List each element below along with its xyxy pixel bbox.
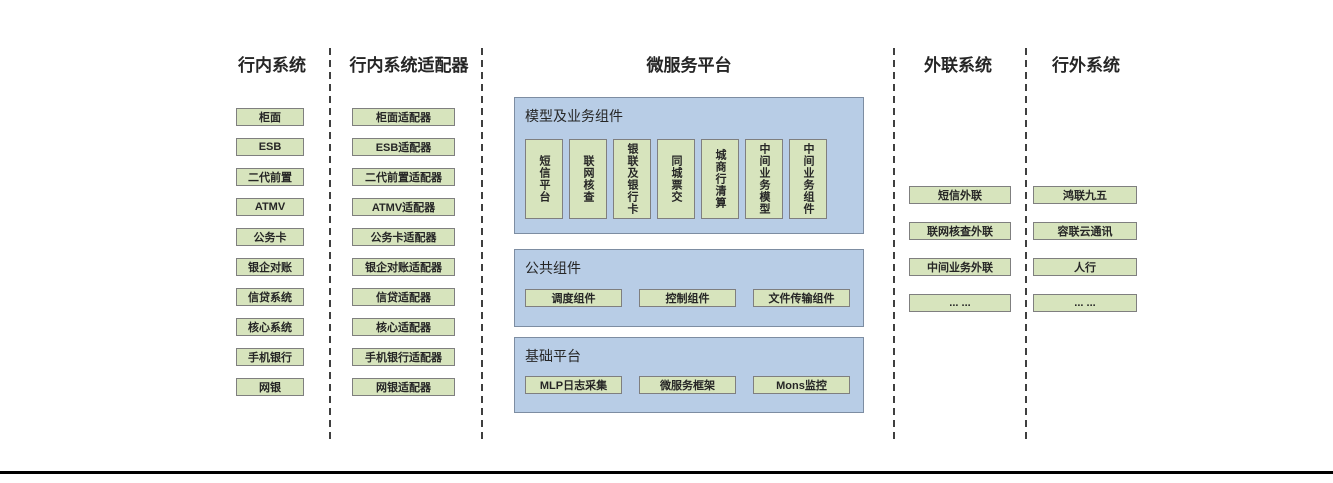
external-systems-list: 鸿联九五 容联云通讯 人行 ... ... xyxy=(1033,186,1137,312)
component-box: Mons监控 xyxy=(753,376,850,394)
adapters-list: 柜面适配器 ESB适配器 二代前置适配器 ATMV适配器 公务卡适配器 银企对账… xyxy=(352,108,455,396)
column-title-internal-systems: 行内系统 xyxy=(238,56,306,75)
internal-system-box: 柜面 xyxy=(236,108,304,126)
component-box: 同城票交 xyxy=(657,139,695,219)
outreach-system-box: 短信外联 xyxy=(909,186,1011,204)
bottom-divider xyxy=(0,471,1333,474)
internal-system-box: 二代前置 xyxy=(236,168,304,186)
outreach-systems-list: 短信外联 联网核查外联 中间业务外联 ... ... xyxy=(909,186,1011,312)
internal-system-box: ESB xyxy=(236,138,304,156)
external-system-box: ... ... xyxy=(1033,294,1137,312)
panel-title: 模型及业务组件 xyxy=(525,108,623,124)
column-title-outreach-systems: 外联系统 xyxy=(924,56,992,75)
adapter-box: 手机银行适配器 xyxy=(352,348,455,366)
internal-system-box: ATMV xyxy=(236,198,304,216)
column-divider xyxy=(1025,48,1027,443)
outreach-system-box: 联网核查外联 xyxy=(909,222,1011,240)
adapter-box: ESB适配器 xyxy=(352,138,455,156)
panel-common-components: 公共组件 调度组件 控制组件 文件传输组件 xyxy=(514,249,864,327)
model-components-row: 短信平台 联网核查 银联及银行卡 同城票交 城商行清算 中间业务模型 中间业务组… xyxy=(525,139,827,219)
column-divider xyxy=(481,48,483,443)
component-box: MLP日志采集 xyxy=(525,376,622,394)
panel-title: 基础平台 xyxy=(525,348,581,364)
outreach-system-box: ... ... xyxy=(909,294,1011,312)
internal-system-box: 手机银行 xyxy=(236,348,304,366)
component-box: 中间业务模型 xyxy=(745,139,783,219)
adapter-box: 柜面适配器 xyxy=(352,108,455,126)
external-system-box: 容联云通讯 xyxy=(1033,222,1137,240)
column-title-external-systems: 行外系统 xyxy=(1052,56,1120,75)
outreach-system-box: 中间业务外联 xyxy=(909,258,1011,276)
internal-system-box: 核心系统 xyxy=(236,318,304,336)
component-box: 银联及银行卡 xyxy=(613,139,651,219)
adapter-box: 核心适配器 xyxy=(352,318,455,336)
adapter-box: 二代前置适配器 xyxy=(352,168,455,186)
component-box: 文件传输组件 xyxy=(753,289,850,307)
column-title-internal-adapters: 行内系统适配器 xyxy=(349,56,469,75)
component-box: 微服务框架 xyxy=(639,376,736,394)
component-box: 联网核查 xyxy=(569,139,607,219)
component-box: 短信平台 xyxy=(525,139,563,219)
panel-title: 公共组件 xyxy=(525,260,581,276)
component-box: 控制组件 xyxy=(639,289,736,307)
external-system-box: 人行 xyxy=(1033,258,1137,276)
external-system-box: 鸿联九五 xyxy=(1033,186,1137,204)
adapter-box: 公务卡适配器 xyxy=(352,228,455,246)
adapter-box: 网银适配器 xyxy=(352,378,455,396)
component-box: 调度组件 xyxy=(525,289,622,307)
adapter-box: 信贷适配器 xyxy=(352,288,455,306)
component-box: 城商行清算 xyxy=(701,139,739,219)
internal-systems-list: 柜面 ESB 二代前置 ATMV 公务卡 银企对账 信贷系统 核心系统 手机银行… xyxy=(236,108,304,396)
internal-system-box: 银企对账 xyxy=(236,258,304,276)
internal-system-box: 网银 xyxy=(236,378,304,396)
adapter-box: 银企对账适配器 xyxy=(352,258,455,276)
column-title-microservice-platform: 微服务平台 xyxy=(646,56,732,75)
common-components-row: 调度组件 控制组件 文件传输组件 xyxy=(525,289,850,307)
panel-model-business-components: 模型及业务组件 短信平台 联网核查 银联及银行卡 同城票交 城商行清算 中间业务… xyxy=(514,97,864,234)
component-box: 中间业务组件 xyxy=(789,139,827,219)
panel-base-platform: 基础平台 MLP日志采集 微服务框架 Mons监控 xyxy=(514,337,864,413)
internal-system-box: 信贷系统 xyxy=(236,288,304,306)
adapter-box: ATMV适配器 xyxy=(352,198,455,216)
internal-system-box: 公务卡 xyxy=(236,228,304,246)
column-divider xyxy=(893,48,895,443)
base-platform-row: MLP日志采集 微服务框架 Mons监控 xyxy=(525,376,850,394)
column-divider xyxy=(329,48,331,443)
